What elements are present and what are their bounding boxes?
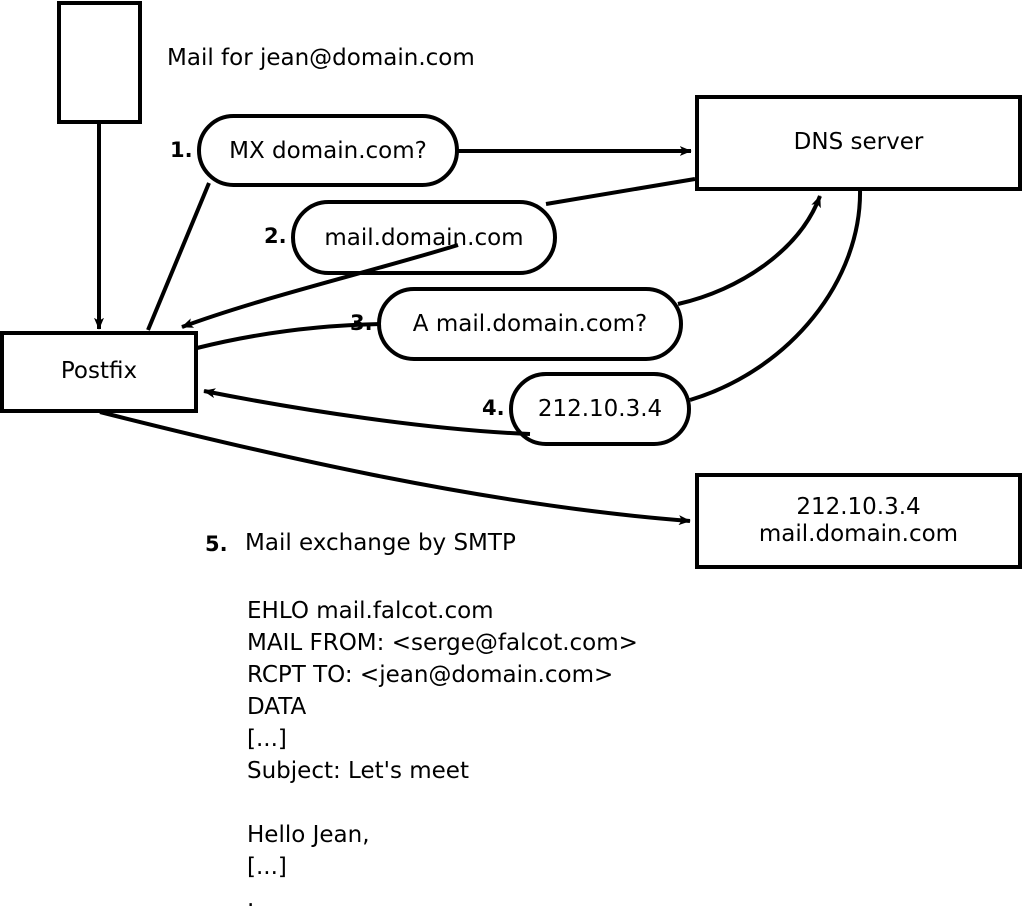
step-number-3: 3. xyxy=(350,311,373,335)
connector-postfix-to-bubble1 xyxy=(146,182,211,331)
message-bubble-4 xyxy=(509,372,691,446)
connector-postfix-to-mailhost xyxy=(99,410,691,526)
headline-label: Mail for jean@domain.com xyxy=(167,45,475,71)
step-number-4: 4. xyxy=(482,396,505,420)
step-number-1: 1. xyxy=(170,138,193,162)
step-5-caption: Mail exchange by SMTP xyxy=(245,530,516,556)
connector-bubble3-to-dns xyxy=(677,195,822,306)
connector-dns-to-bubble4 xyxy=(689,188,863,402)
step-number-2: 2. xyxy=(264,224,287,248)
dns-server-box xyxy=(695,95,1022,191)
step-number-5: 5. xyxy=(205,532,228,556)
message-bubble-1 xyxy=(197,114,459,187)
message-bubble-3 xyxy=(377,287,683,361)
sender-box xyxy=(57,1,142,124)
postfix-box xyxy=(0,331,198,413)
mail-host-box xyxy=(695,473,1022,569)
message-bubble-2 xyxy=(291,200,557,275)
smtp-transcript: EHLO mail.falcot.com MAIL FROM: <serge@f… xyxy=(247,598,638,912)
connector-postfix-to-bubble3 xyxy=(196,322,382,350)
connector-dns-to-bubble2 xyxy=(545,177,696,206)
connector-bubble2-to-postfix xyxy=(181,243,459,329)
connector-bubble4-to-postfix xyxy=(203,388,531,436)
